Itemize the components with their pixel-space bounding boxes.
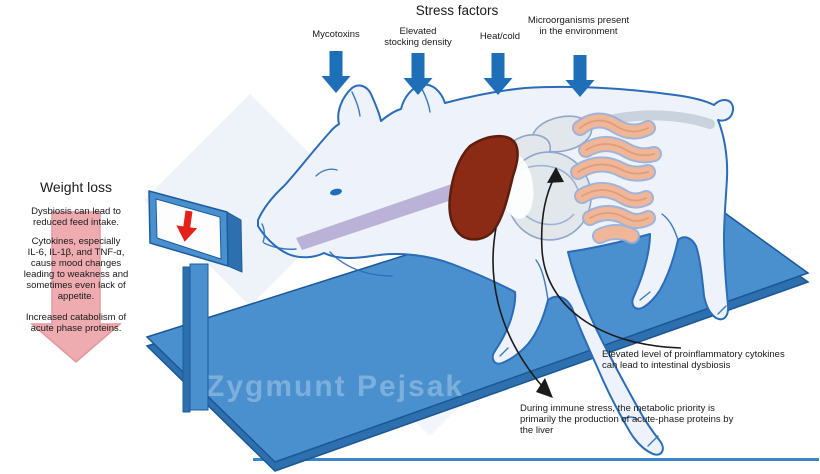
annotation-arrow-from-liver [492, 227, 543, 387]
diagram-title: Stress factors [415, 3, 499, 18]
liver-shape [448, 135, 519, 241]
arrowhead-down-icon [536, 378, 553, 398]
annotation-acute-phase-proteins: During immune stress, the metabolic prio… [520, 403, 734, 437]
weight-loss-paragraph: Cytokines, especially IL-6, IL-1β, and T… [23, 236, 129, 303]
stress-factor-label-heat-cold: Heat/cold [479, 31, 521, 42]
stress-factor-label-microorganisms: Microorganisms present in the environmen… [527, 15, 630, 38]
annotation-intestinal-dysbiosis: Elevated level of proinflammatory cytoki… [602, 349, 785, 372]
watermark-author: Zygmunt Pejsak [206, 370, 464, 403]
intestines-shape [570, 112, 662, 244]
bottom-border-line [253, 458, 819, 461]
down-arrow-icon [321, 51, 351, 93]
annotation-arrows [492, 167, 682, 398]
pig-eye [330, 188, 342, 196]
platform: Zygmunt Pejsak [145, 171, 810, 472]
pig-detail-lines [261, 88, 727, 447]
esophagus-shape [296, 170, 500, 250]
sign-pole-side [182, 266, 191, 413]
stress-factor-label-mycotoxins: Mycotoxins [312, 29, 360, 40]
weight-loss-heading: Weight loss [39, 179, 113, 195]
sign-pole [189, 263, 209, 411]
sign-board-side [226, 211, 243, 273]
stress-factor-label-stocking-density: Elevated stocking density [384, 26, 452, 49]
arrowhead-up-icon [547, 167, 564, 183]
weight-loss-paragraph: Increased catabolism of acute phase prot… [25, 312, 127, 335]
down-arrow-icon [483, 53, 513, 95]
weight-loss-paragraph: Dysbiosis can lead to reduced feed intak… [31, 206, 121, 229]
weight-loss-down-arrow-icon [29, 211, 123, 363]
road-sign [148, 190, 243, 413]
annotation-arrow-to-intestines [540, 177, 682, 349]
